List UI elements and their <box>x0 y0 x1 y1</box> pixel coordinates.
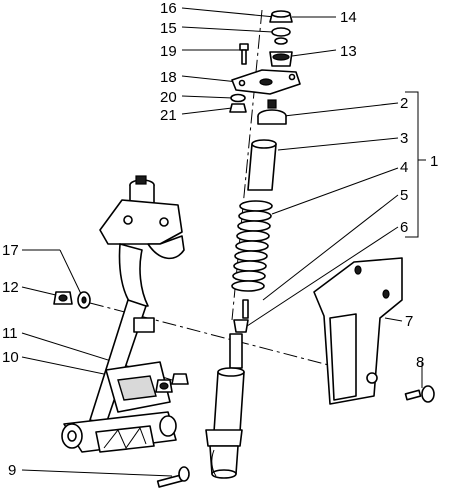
label-2: 2 <box>400 95 408 112</box>
label-21: 21 <box>160 107 177 124</box>
label-11: 11 <box>2 325 18 342</box>
label-1: 1 <box>430 153 438 170</box>
fasteners <box>53 291 435 488</box>
label-10: 10 <box>2 349 19 366</box>
steering-column-frame <box>61 175 185 453</box>
label-6: 6 <box>400 219 408 236</box>
part-number-labels: 16 15 19 18 20 21 14 13 2 3 1 4 5 6 7 8 … <box>2 0 438 479</box>
label-20: 20 <box>160 89 177 106</box>
label-13: 13 <box>340 43 357 60</box>
label-3: 3 <box>400 130 408 147</box>
coil-spring <box>231 200 273 292</box>
label-16: 16 <box>160 0 177 17</box>
label-5: 5 <box>400 187 408 204</box>
shock-absorber-assembly <box>205 10 301 479</box>
label-15: 15 <box>160 20 177 37</box>
label-9: 9 <box>8 462 16 479</box>
shock-cover <box>313 257 403 405</box>
label-7: 7 <box>405 313 413 330</box>
label-8: 8 <box>416 354 424 371</box>
leader-lines <box>21 7 426 477</box>
label-17: 17 <box>2 242 19 259</box>
label-19: 19 <box>160 43 177 60</box>
label-12: 12 <box>2 279 19 296</box>
label-14: 14 <box>340 9 357 26</box>
label-4: 4 <box>400 159 408 176</box>
label-18: 18 <box>160 69 177 86</box>
